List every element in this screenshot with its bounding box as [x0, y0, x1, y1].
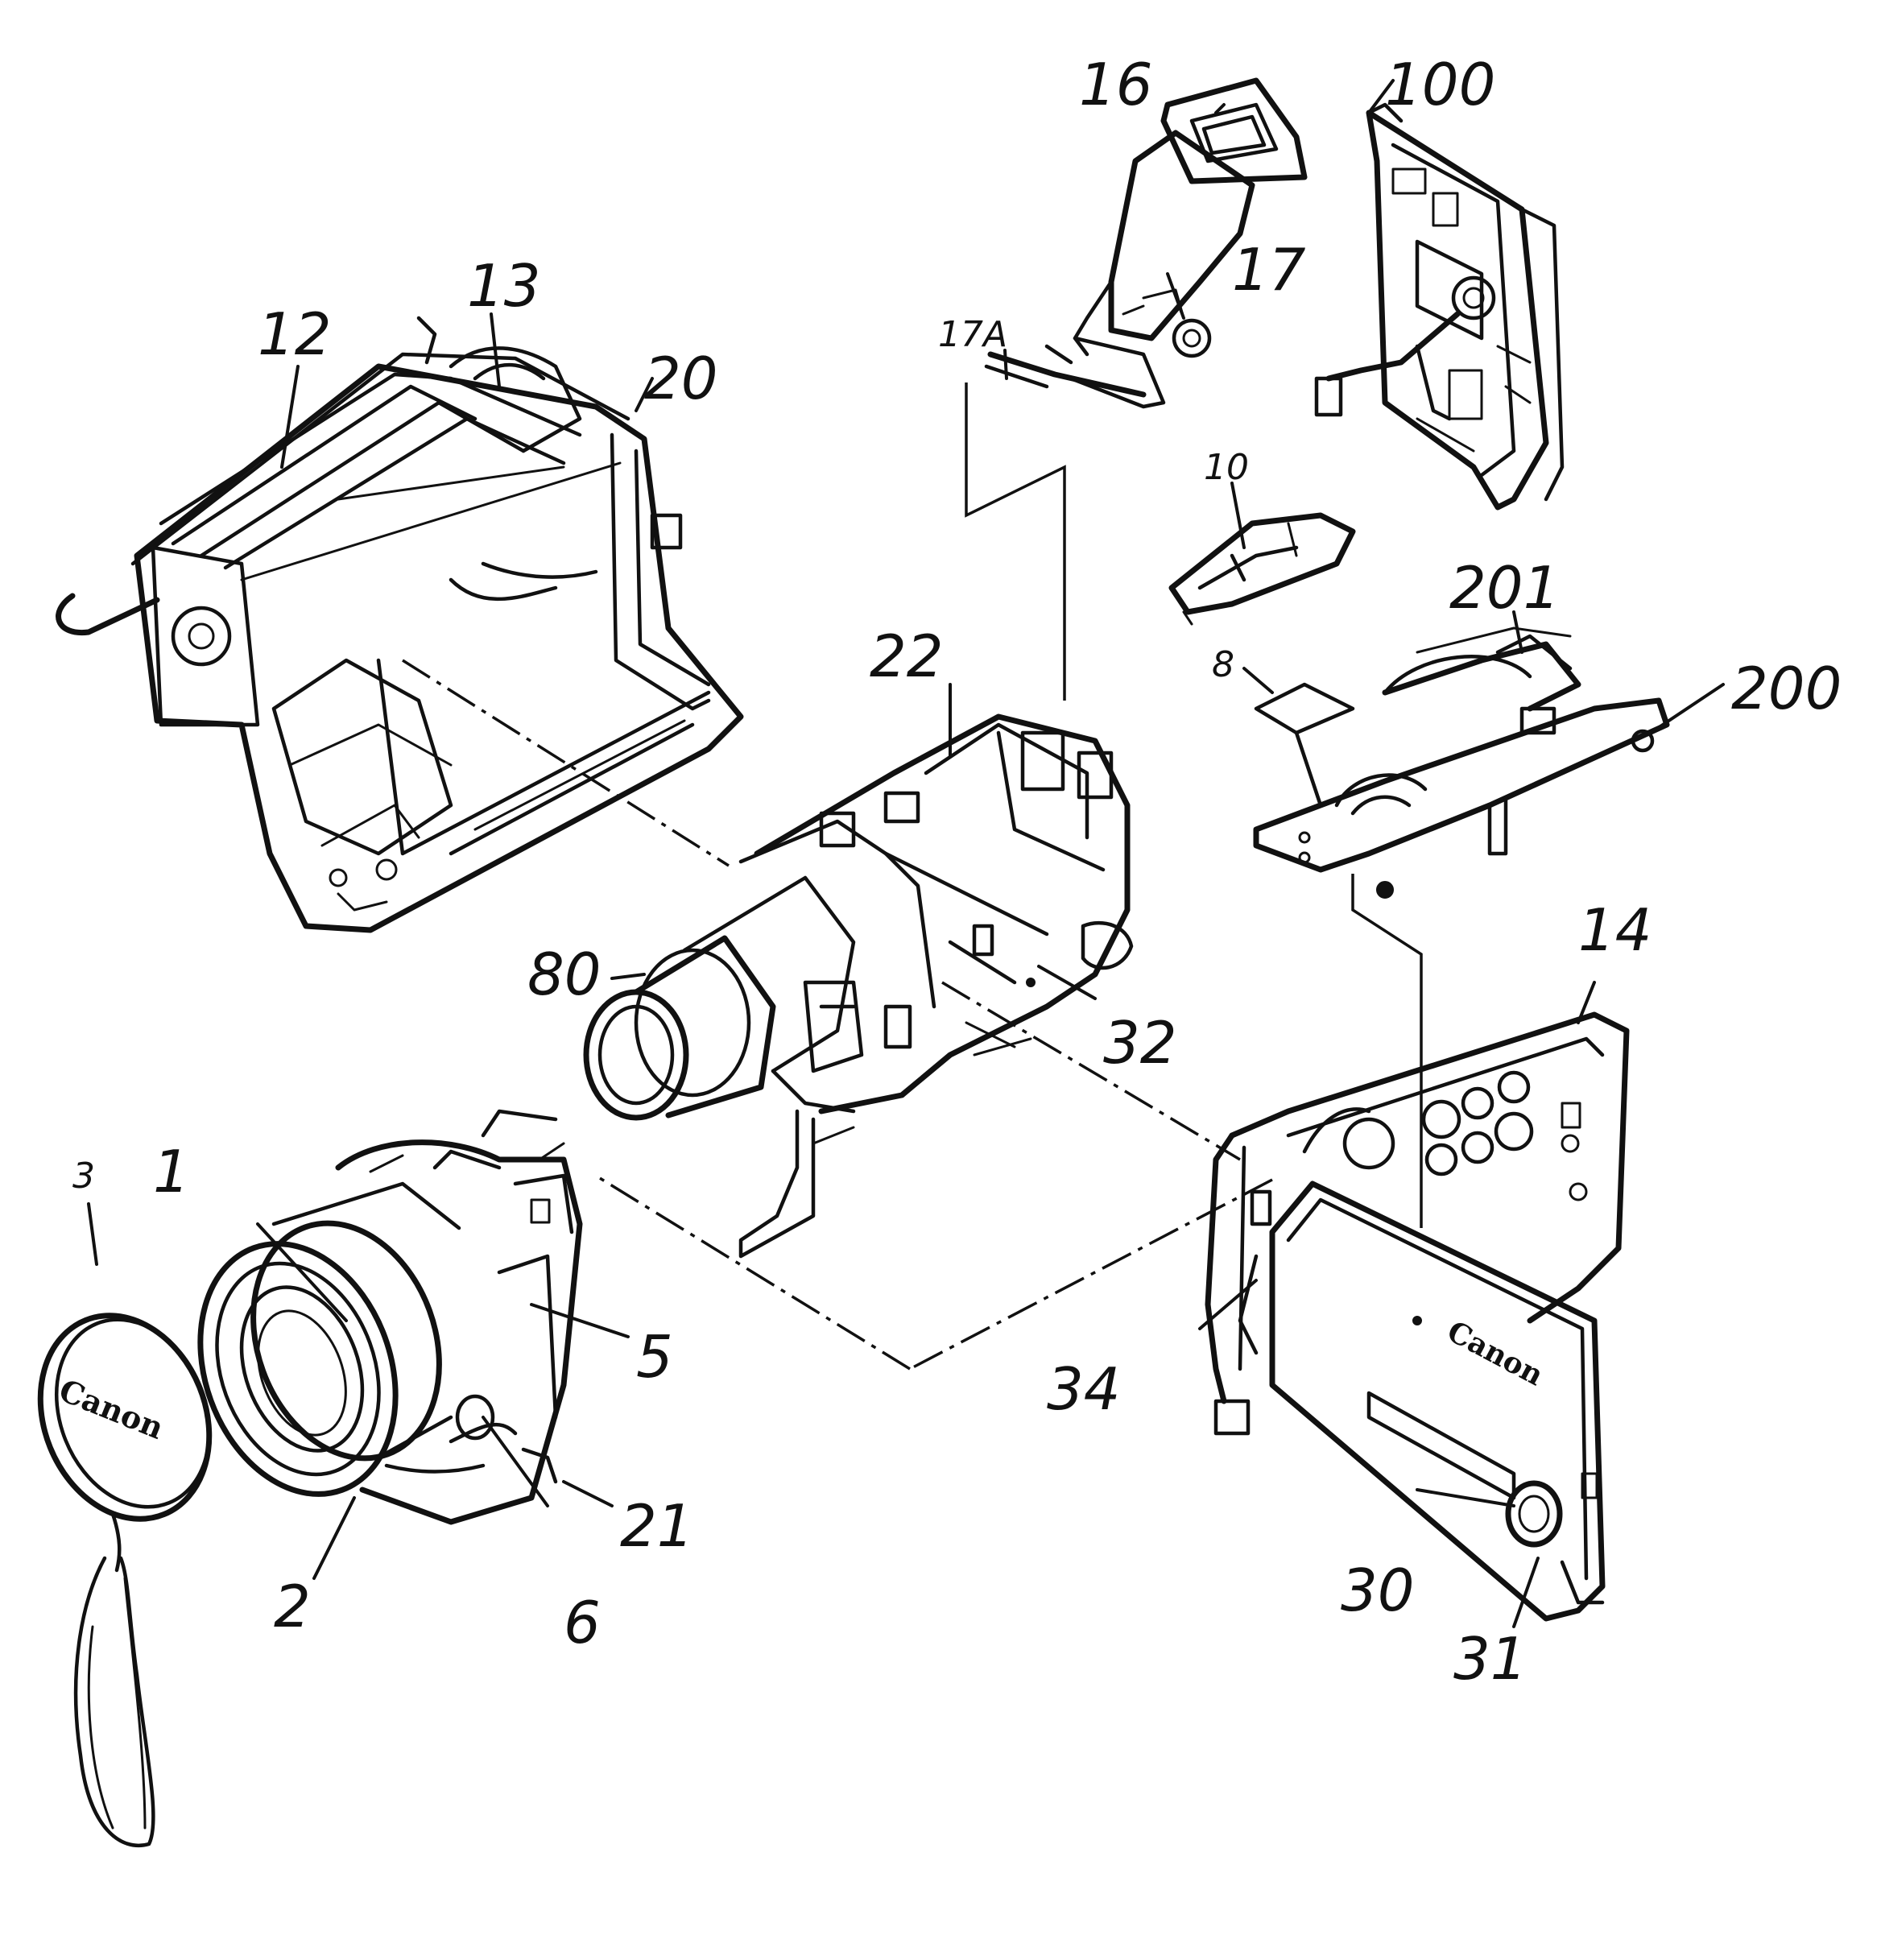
- rear-board-part: [1314, 102, 1565, 511]
- label-2: 2: [274, 1573, 311, 1640]
- lcd-logo-text: Canon: [1441, 1314, 1548, 1392]
- connector-lines: [965, 382, 1423, 1228]
- label-20: 20: [644, 345, 718, 412]
- label-17: 17: [1232, 236, 1306, 304]
- label-10: 10: [1204, 447, 1249, 488]
- label-8: 8: [1212, 644, 1234, 685]
- chassis-frame-part: [56, 316, 744, 933]
- label-16: 16: [1079, 51, 1153, 118]
- label-22: 22: [870, 622, 944, 690]
- top-bracket-part: [1253, 626, 1670, 899]
- label-201: 201: [1449, 554, 1560, 622]
- lens-drive-block-part: [583, 713, 1134, 1259]
- leader-lines: [87, 79, 1725, 1628]
- small-cover-part: [1168, 512, 1356, 626]
- label-32: 32: [1103, 1009, 1177, 1077]
- label-80: 80: [527, 941, 602, 1008]
- label-14: 14: [1578, 896, 1652, 964]
- label-100: 100: [1385, 51, 1495, 118]
- label-5: 5: [636, 1323, 673, 1391]
- cap-logo-text: Canon: [54, 1371, 168, 1445]
- label-13: 13: [467, 252, 541, 320]
- label-21: 21: [620, 1492, 694, 1560]
- label-1: 1: [153, 1138, 190, 1205]
- label-30: 30: [1341, 1557, 1415, 1624]
- label-34: 34: [1047, 1355, 1121, 1423]
- label-3: 3: [72, 1156, 95, 1197]
- viewfinder-part: [984, 77, 1308, 409]
- label-12: 12: [258, 300, 332, 368]
- lcd-panel-part: Canon: [1205, 1011, 1630, 1622]
- lens-body-part: [197, 1109, 583, 1525]
- label-31: 31: [1453, 1625, 1528, 1693]
- part-labels: 1 2 3 5 6 8 10 12 13 14 16 17 17A 20 21 …: [72, 51, 1842, 1693]
- label-17a: 17A: [938, 314, 1007, 355]
- label-200: 200: [1731, 655, 1842, 722]
- label-6: 6: [564, 1589, 601, 1656]
